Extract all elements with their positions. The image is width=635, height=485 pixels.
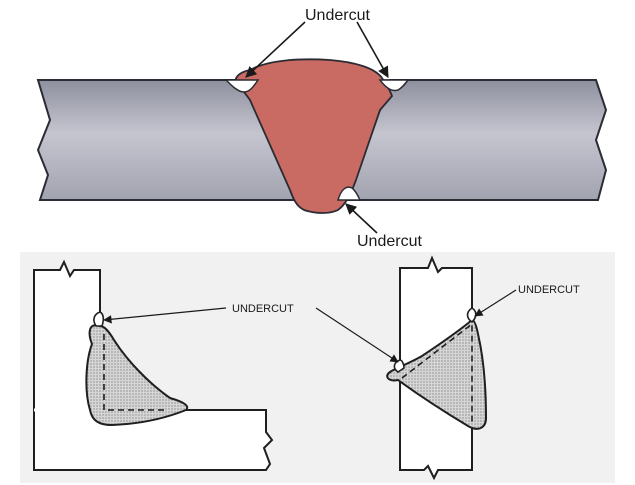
fillet-weld <box>85 324 189 427</box>
undercut-notch-left <box>93 311 105 327</box>
undercut-notch-right-lower <box>393 359 405 373</box>
base-plate <box>33 409 274 471</box>
undercut-notch-top-right <box>378 79 410 92</box>
undercut-notch-right-upper <box>466 307 477 324</box>
fillet-vertical-plate-figure: UNDERCUT <box>315 255 580 481</box>
leader-arrow-root <box>345 203 378 234</box>
leader-arrow-top-right <box>356 21 389 78</box>
leader-arrow-left <box>103 307 227 324</box>
leader-arrow-top-left <box>245 21 306 78</box>
undercut-label-top: Undercut <box>305 7 370 24</box>
fillet-weld-right <box>386 318 488 430</box>
leader-arrow-right <box>474 289 517 317</box>
leader-arrow-middle <box>315 307 399 363</box>
undercut-notch-top-left <box>224 79 260 93</box>
fusion-line <box>103 334 168 411</box>
undercut-label-left: UNDERCUT <box>232 303 294 315</box>
fusion-line-right <box>401 322 473 424</box>
undercut-label-bottom: Undercut <box>357 233 422 250</box>
right-plate <box>343 79 608 201</box>
fillet-t-joint-figure: UNDERCUT <box>33 259 294 471</box>
undercut-label-right: UNDERCUT <box>518 284 580 296</box>
undercut-notch-root <box>336 186 362 201</box>
vertical-member <box>33 259 101 410</box>
butt-weld-figure: Undercut Undercut <box>36 7 608 250</box>
